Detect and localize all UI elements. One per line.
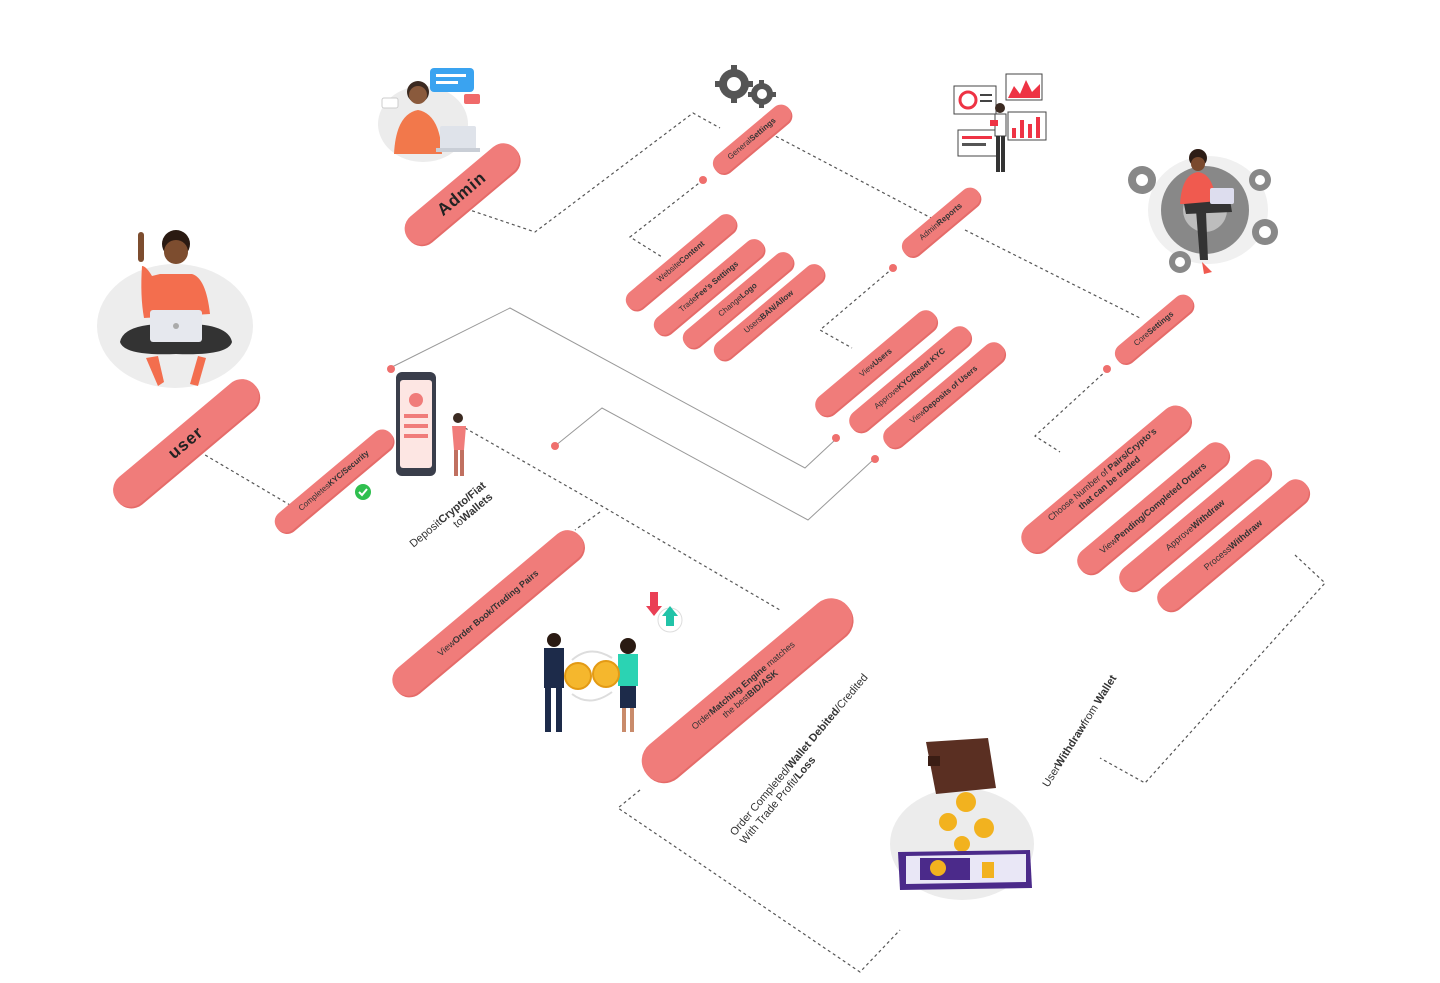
traders-exchange-illustration [544,592,683,732]
reports-dashboard-illustration [953,73,1047,172]
phone-kyc-illustration [396,372,466,476]
connector-dot [889,264,897,272]
support-agent-illustration [378,68,480,162]
matching-rest: matches [762,639,797,671]
connector-dot [551,442,559,450]
connector-dot [699,176,707,184]
gears-icon [715,65,776,108]
wallet-withdraw-illustration [890,738,1034,900]
connector-dot [832,434,840,442]
connector-dot [871,455,879,463]
check-badge-icon [355,484,371,500]
core-settings-illustration [1128,149,1278,274]
connector-dot [387,365,395,373]
connector-dot [1103,365,1111,373]
user-with-laptop-illustration [97,230,253,388]
